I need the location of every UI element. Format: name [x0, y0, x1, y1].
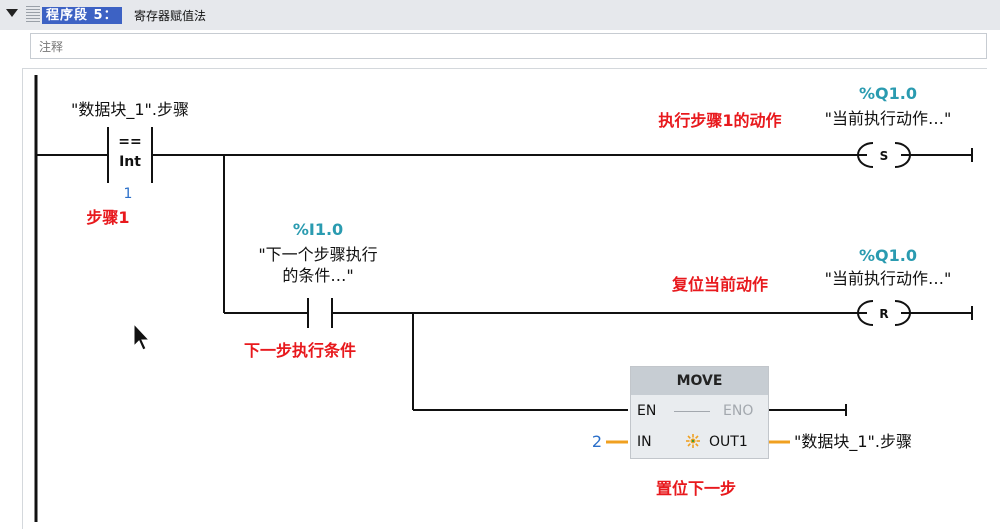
network-comment-field[interactable]: 注释: [30, 33, 987, 59]
sparkle-icon: [686, 434, 700, 448]
compare-value[interactable]: 1: [124, 186, 133, 202]
pin-eno: ENO: [723, 403, 754, 419]
drag-grip-icon[interactable]: [26, 6, 40, 24]
mouse-cursor-icon: [133, 322, 151, 351]
move-in-value[interactable]: 2: [592, 432, 602, 451]
coil1-tag[interactable]: "当前执行动作…": [825, 109, 952, 128]
comment-placeholder: 注释: [39, 40, 64, 54]
ladder-area: [22, 68, 987, 529]
coil1-address[interactable]: %Q1.0: [859, 84, 917, 103]
network-description[interactable]: 寄存器赋值法: [134, 9, 207, 23]
move-wires: [606, 404, 847, 444]
network-title[interactable]: 程序段 5：: [42, 7, 122, 24]
coil2-address[interactable]: %Q1.0: [859, 246, 917, 265]
contact-tag-line2[interactable]: 的条件…": [282, 266, 353, 285]
coil-type-r: R: [879, 307, 888, 321]
coil-type-s: S: [880, 149, 889, 163]
move-annotation: 置位下一步: [656, 479, 736, 498]
contact-address[interactable]: %I1.0: [293, 220, 343, 239]
move-out-tag[interactable]: "数据块_1".步骤: [794, 432, 912, 452]
pin-out1: OUT1: [709, 434, 748, 450]
set-coil[interactable]: S: [857, 142, 911, 168]
contact-tag-line1[interactable]: "下一个步骤执行: [258, 245, 377, 264]
compare-contact[interactable]: == Int: [107, 127, 153, 183]
compare-operand-label[interactable]: "数据块_1".步骤: [71, 100, 189, 120]
coil2-tag[interactable]: "当前执行动作…": [825, 269, 952, 288]
move-block[interactable]: MOVE EN ENO IN OUT1: [630, 366, 769, 459]
coil1-annotation: 执行步骤1的动作: [658, 111, 781, 130]
coil2-annotation: 复位当前动作: [671, 275, 768, 294]
contact-annotation: 下一步执行条件: [244, 341, 356, 360]
network-header: 程序段 5： 寄存器赋值法: [0, 0, 1000, 30]
move-title: MOVE: [631, 367, 768, 395]
rung1-wires: [36, 148, 973, 162]
pin-en: EN: [637, 403, 657, 419]
compare-type: Int: [119, 154, 141, 170]
step1-annotation: 步骤1: [86, 208, 129, 227]
en-eno-line: [674, 411, 710, 412]
pin-in: IN: [637, 434, 652, 450]
no-contact[interactable]: [307, 298, 333, 328]
rung2-wires: [223, 155, 973, 411]
reset-coil[interactable]: R: [857, 300, 911, 326]
collapse-triangle-icon[interactable]: [6, 9, 18, 17]
compare-operator: ==: [118, 134, 141, 150]
